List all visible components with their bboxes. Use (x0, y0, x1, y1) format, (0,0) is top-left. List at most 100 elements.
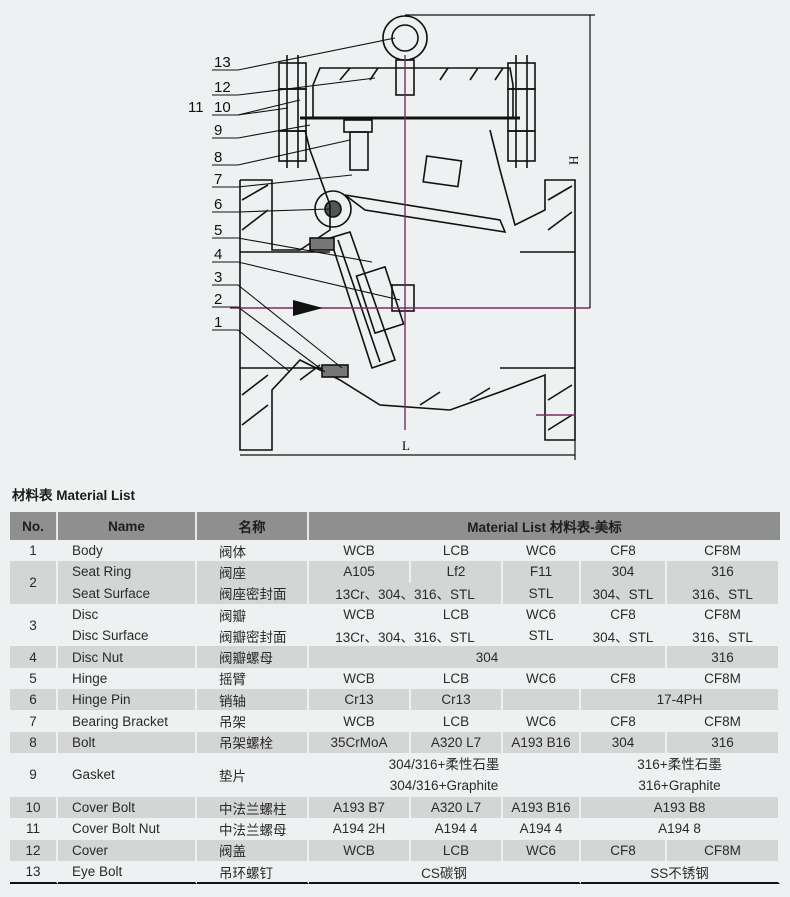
row-number: 1 (10, 540, 58, 562)
material-cell: A194 2H (309, 818, 411, 840)
row-number: 10 (10, 796, 58, 819)
callout-leader-3 (212, 284, 343, 369)
material-cell: 316、STL (667, 625, 780, 647)
callout-3: 3 (214, 269, 222, 286)
material-cell: F11 (503, 561, 581, 583)
header-no: No. (10, 512, 58, 540)
material-cell: A194 4 (503, 818, 581, 840)
material-cell (503, 689, 581, 711)
material-cell: A193 B8 (581, 796, 780, 819)
row-number: 4 (10, 646, 58, 668)
eye-bolt-ring (382, 15, 428, 61)
part-name-cn: 阀体 (197, 540, 309, 562)
material-cell: LCB (411, 667, 503, 690)
material-cell: WC6 (503, 540, 581, 562)
callout-9: 9 (214, 122, 222, 139)
material-cell: STL (503, 582, 581, 604)
material-line: 316+Graphite (638, 777, 721, 793)
part-name-cn: 阀盖 (197, 839, 309, 861)
callout-leader-1 (212, 329, 291, 373)
material-cell: WC6 (503, 603, 581, 626)
material-list-title: 材料表 Material List (12, 488, 136, 503)
header-cn-name: 名称 (197, 512, 309, 540)
part-name-cn: 吊架螺栓 (197, 731, 309, 753)
part-name: Seat Ring (58, 561, 197, 583)
row-number: 2 (10, 561, 58, 604)
part-name-cn: 垫片 (197, 752, 309, 797)
part-name: Bolt (58, 731, 197, 753)
material-cell: WCB (309, 540, 411, 562)
callout-5: 5 (214, 222, 222, 239)
material-cell: CF8M (667, 603, 780, 626)
row-number: 11 (10, 818, 58, 840)
callout-13: 13 (214, 54, 231, 71)
material-cell: CF8 (581, 710, 667, 732)
part-name-cn: 吊架 (197, 710, 309, 732)
part-name: Gasket (58, 752, 197, 797)
material-cell: A193 B7 (309, 796, 411, 819)
part-name-cn: 阀座 (197, 561, 309, 583)
valve-body (239, 129, 576, 451)
part-name: Hinge Pin (58, 689, 197, 711)
part-name: Bearing Bracket (58, 710, 197, 732)
callout-11: 11 (188, 99, 204, 116)
material-cell: CF8 (581, 839, 667, 861)
material-line: 304/316+柔性石墨 (388, 756, 500, 772)
material-line: 304/316+Graphite (389, 777, 499, 793)
part-name: Hinge (58, 667, 197, 690)
material-cell: LCB (411, 603, 503, 626)
material-cell: 304、STL (581, 582, 667, 604)
material-cell: WCB (309, 603, 411, 626)
part-name: Disc (58, 603, 197, 626)
header-materials: Material List 材料表-美标 (309, 512, 780, 540)
material-cell: 316 (667, 646, 780, 668)
callout-12: 12 (214, 79, 231, 96)
part-name-cn: 阀瓣 (197, 603, 309, 626)
material-cell: A105 (309, 561, 411, 583)
material-cell: CF8M (667, 710, 780, 732)
material-cell: WCB (309, 667, 411, 690)
material-cell: 316 (667, 561, 780, 583)
callout-leader-9 (212, 124, 311, 139)
part-name: Cover Bolt (58, 796, 197, 819)
callout-leader-10 (212, 107, 289, 116)
material-cell: 13Cr、304、316、STL (309, 625, 503, 647)
part-name: Disc Nut (58, 646, 197, 668)
part-name-cn: 销轴 (197, 689, 309, 711)
table-header-row: No. Name 名称 Material List 材料表-美标 (10, 512, 780, 540)
callout-leader-12 (212, 77, 376, 96)
material-cell: CF8 (581, 540, 667, 562)
material-cell: CF8M (667, 667, 780, 690)
part-name: Cover Bolt Nut (58, 818, 197, 840)
material-cell: 316 (667, 731, 780, 753)
callout-1: 1 (214, 314, 222, 331)
row-number: 12 (10, 839, 58, 861)
material-cell: CF8M (667, 540, 780, 562)
material-cell: WCB (309, 839, 411, 861)
material-cell: Cr13 (411, 689, 503, 711)
part-name: Body (58, 540, 197, 562)
material-cell: WCB (309, 710, 411, 732)
material-cell: A320 L7 (411, 731, 503, 753)
material-cell: A193 B16 (503, 731, 581, 753)
part-name-cn: 吊环螺钉 (197, 860, 309, 885)
material-cell: 304/316+柔性石墨 304/316+Graphite (309, 752, 581, 797)
material-cell: SS不锈钢 (581, 860, 780, 885)
callout-4: 4 (214, 246, 222, 263)
part-name: Eye Bolt (58, 860, 197, 885)
row-number: 6 (10, 689, 58, 711)
part-name: Cover (58, 839, 197, 861)
row-number: 13 (10, 860, 58, 885)
callout-leader-13 (212, 37, 396, 71)
material-cell: Cr13 (309, 689, 411, 711)
material-cell: WC6 (503, 710, 581, 732)
part-name-cn: 阀瓣密封面 (197, 625, 309, 647)
